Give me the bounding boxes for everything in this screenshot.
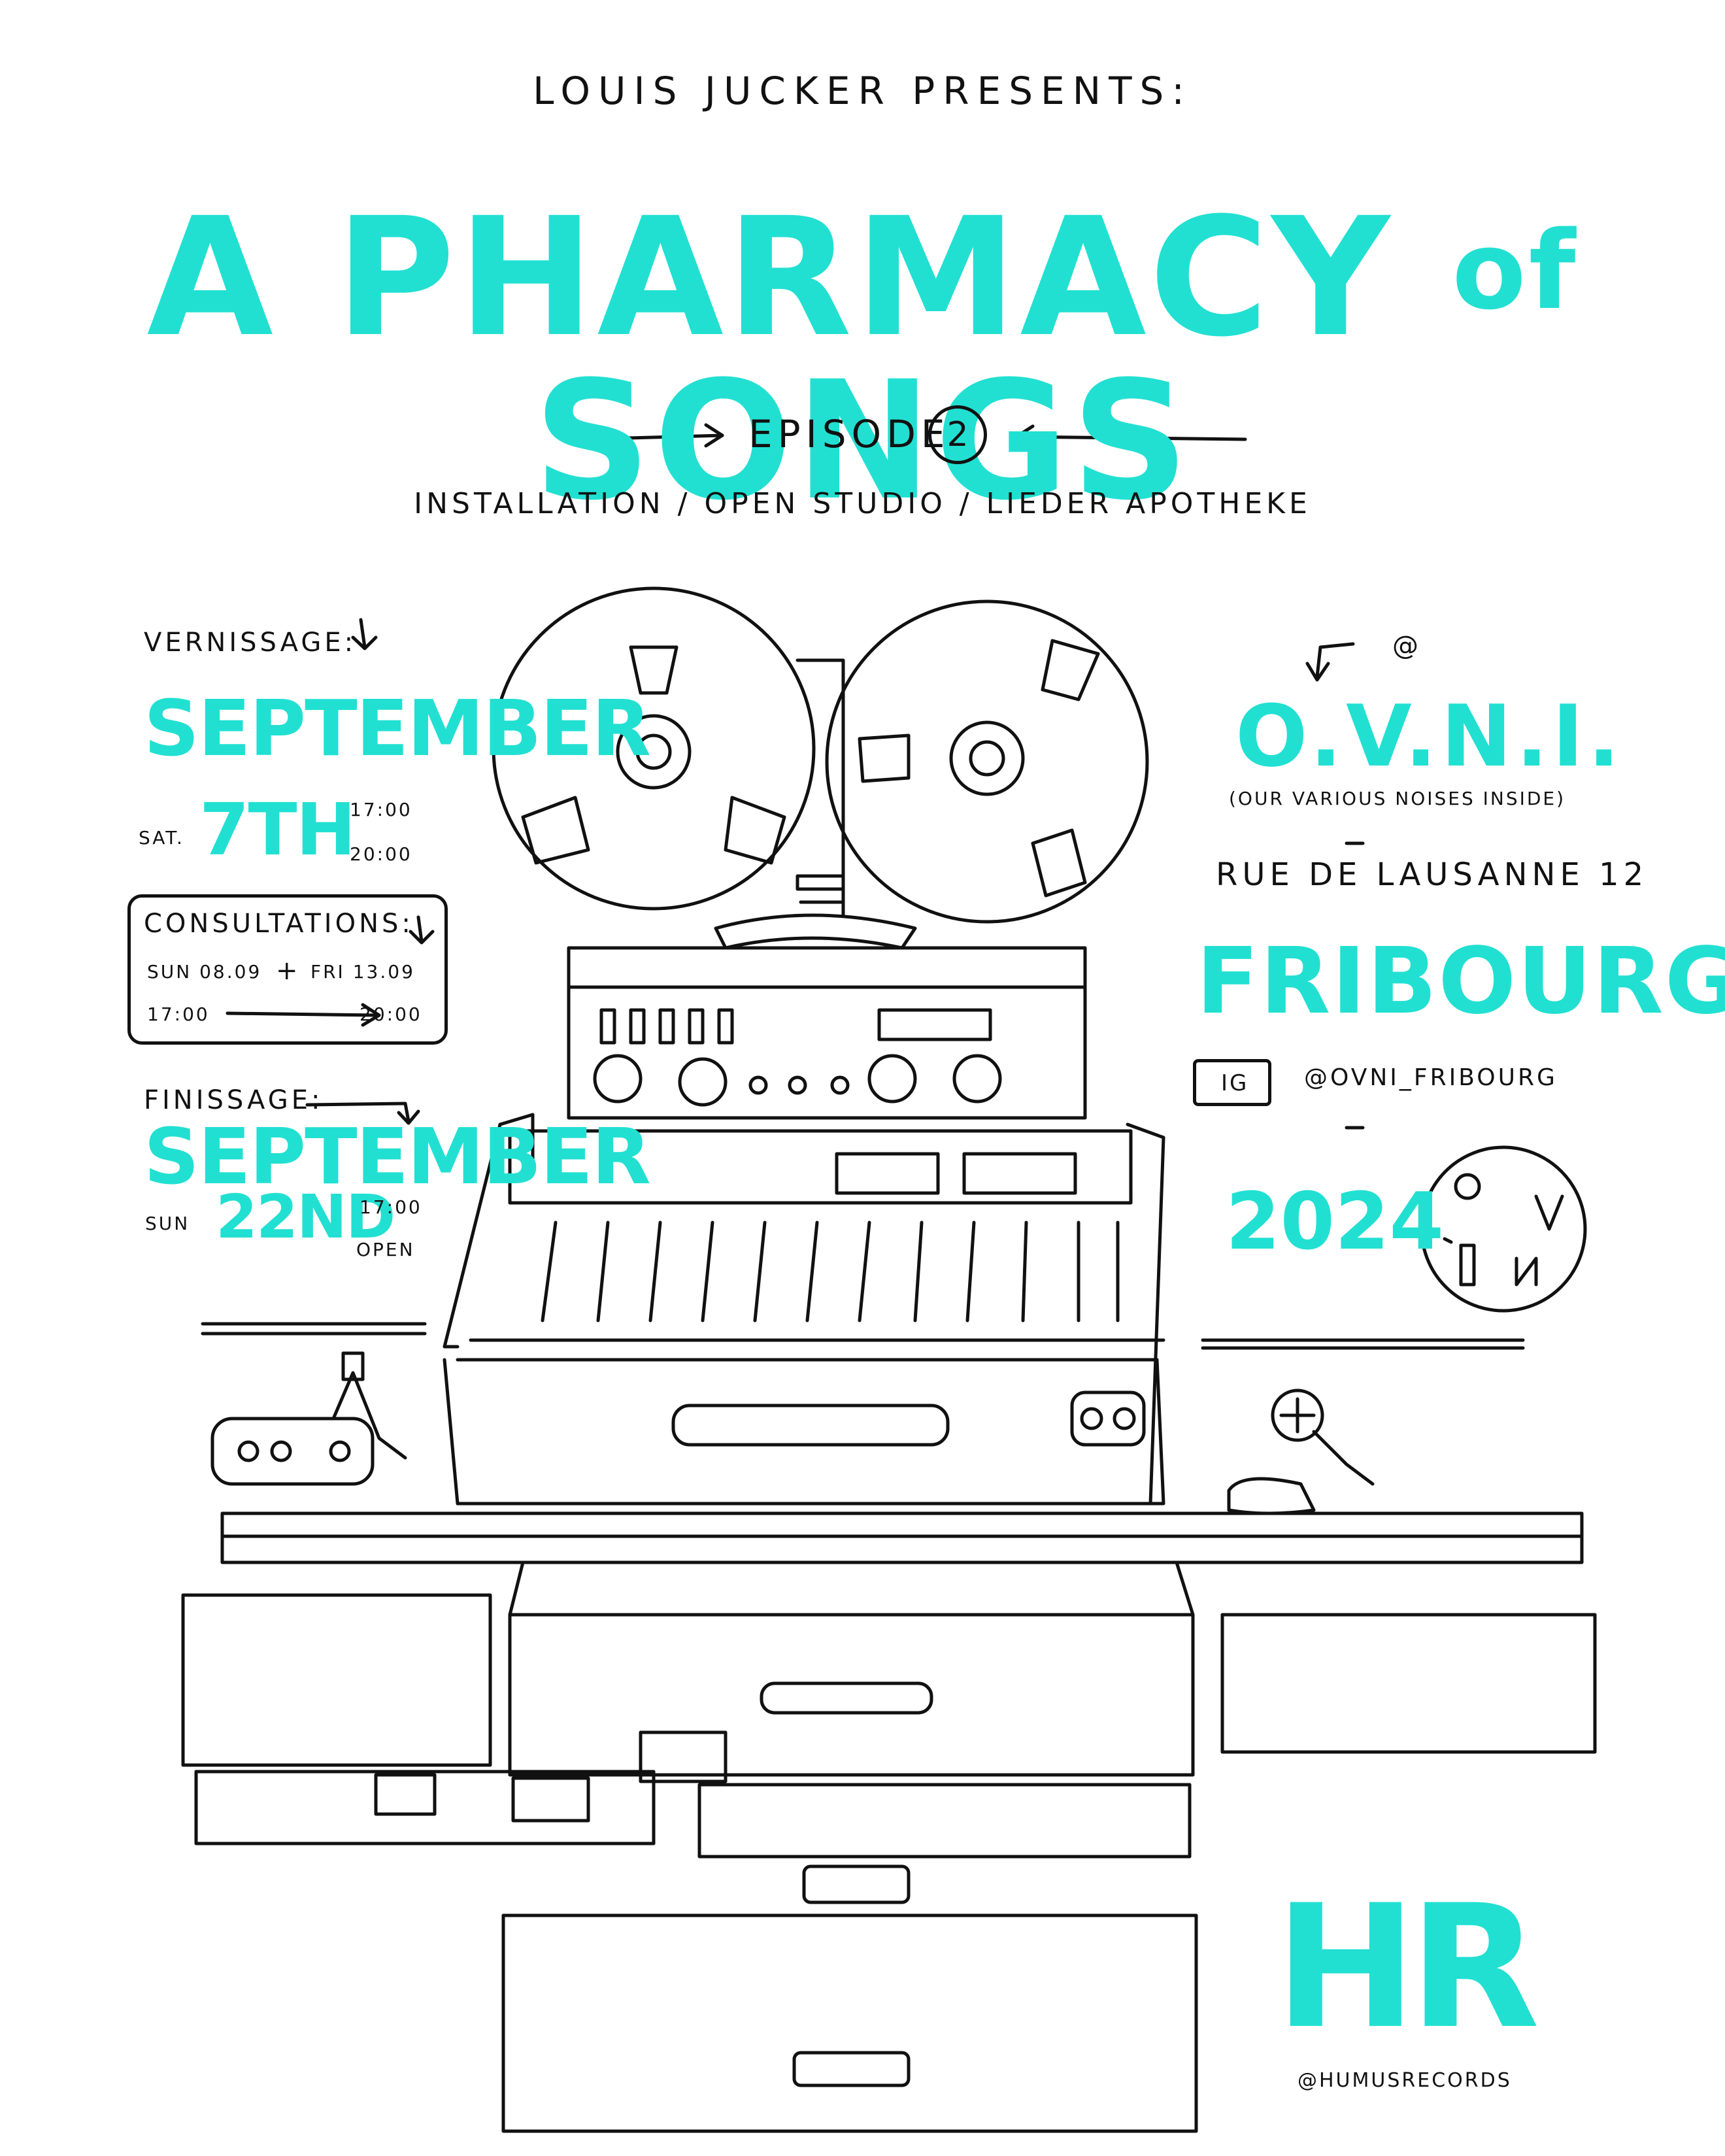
microphone xyxy=(1227,1389,1375,1515)
title-part-a: A PHARMACY xyxy=(146,182,1393,373)
vernissage-label: VERNISSAGE: xyxy=(144,628,357,658)
consultation-time-end: 20:00 xyxy=(360,1003,422,1025)
title-part-b: SONGS xyxy=(533,346,1192,536)
consultation-date-2: FRI 13.09 xyxy=(310,961,415,983)
page-title: A PHARMACY of SONGS xyxy=(0,196,1725,523)
audio-interface xyxy=(210,1351,407,1486)
consultation-date-1: SUN 08.09 xyxy=(147,961,262,983)
vernissage-time-end: 20:00 xyxy=(350,843,412,865)
cabinet xyxy=(181,1322,1597,2133)
venue-street: RUE DE LAUSANNE 12 xyxy=(1216,856,1649,893)
finissage-time-end: OPEN xyxy=(356,1239,415,1260)
vernissage-day-name: SAT. xyxy=(139,827,184,849)
instagram-icon: IG xyxy=(1193,1059,1271,1106)
mixing-console xyxy=(443,1113,1165,1506)
consultation-plus: + xyxy=(276,956,301,986)
consultation-time-start: 17:00 xyxy=(147,1003,210,1025)
episode-label: EPISODE xyxy=(748,412,950,456)
finissage-day: 22ND xyxy=(216,1182,395,1252)
label-handle[interactable]: @HUMUSRECORDS xyxy=(1298,2069,1512,2092)
venue-full-name: (OUR VARIOUS NOISES INSIDE) xyxy=(1229,788,1566,809)
title-part-of: of xyxy=(1452,208,1579,333)
finissage-day-name: SUN xyxy=(145,1213,190,1234)
arrow-left-icon xyxy=(1305,642,1355,682)
arrow-right-icon xyxy=(580,423,724,448)
event-year: 2024 xyxy=(1226,1177,1444,1268)
tape-reel-left xyxy=(492,586,816,911)
tape-machine xyxy=(567,658,1087,1120)
venue-city: FRIBOURG xyxy=(1196,928,1725,1035)
venue-name: O.V.N.I. xyxy=(1235,686,1624,786)
subtitle: INSTALLATION / OPEN STUDIO / LIEDER APOT… xyxy=(414,487,1311,520)
vernissage-day: 7TH xyxy=(199,788,356,871)
humus-records-logo: HR xyxy=(1275,1869,1540,2066)
consultations-label: CONSULTATIONS: xyxy=(144,909,414,939)
finissage-month: SEPTEMBER xyxy=(144,1111,651,1202)
episode-number: 2 xyxy=(928,405,987,464)
consultations-box xyxy=(127,894,448,1045)
arrow-down-icon xyxy=(351,618,378,650)
arrow-down-icon xyxy=(409,915,435,945)
vernissage-month: SEPTEMBER xyxy=(144,683,651,773)
ovni-logo-icon xyxy=(1420,1145,1587,1313)
presenter-line: LOUIS JUCKER PRESENTS: xyxy=(533,69,1192,113)
instagram-handle[interactable]: @OVNI_FRIBOURG xyxy=(1304,1064,1558,1091)
arrow-right-icon xyxy=(305,1102,420,1125)
arrow-left-icon xyxy=(1014,424,1247,449)
ig-label: IG xyxy=(1221,1070,1249,1096)
finissage-label: FINISSAGE: xyxy=(144,1085,324,1115)
finissage-time-start: 17:00 xyxy=(360,1196,422,1218)
arrow-right-icon xyxy=(226,1003,381,1027)
episode-row: EPISODE 2 xyxy=(0,405,1725,471)
tape-reel-right xyxy=(825,599,1149,924)
venue-at: @ xyxy=(1392,631,1422,661)
vernissage-time-start: 17:00 xyxy=(350,799,412,820)
